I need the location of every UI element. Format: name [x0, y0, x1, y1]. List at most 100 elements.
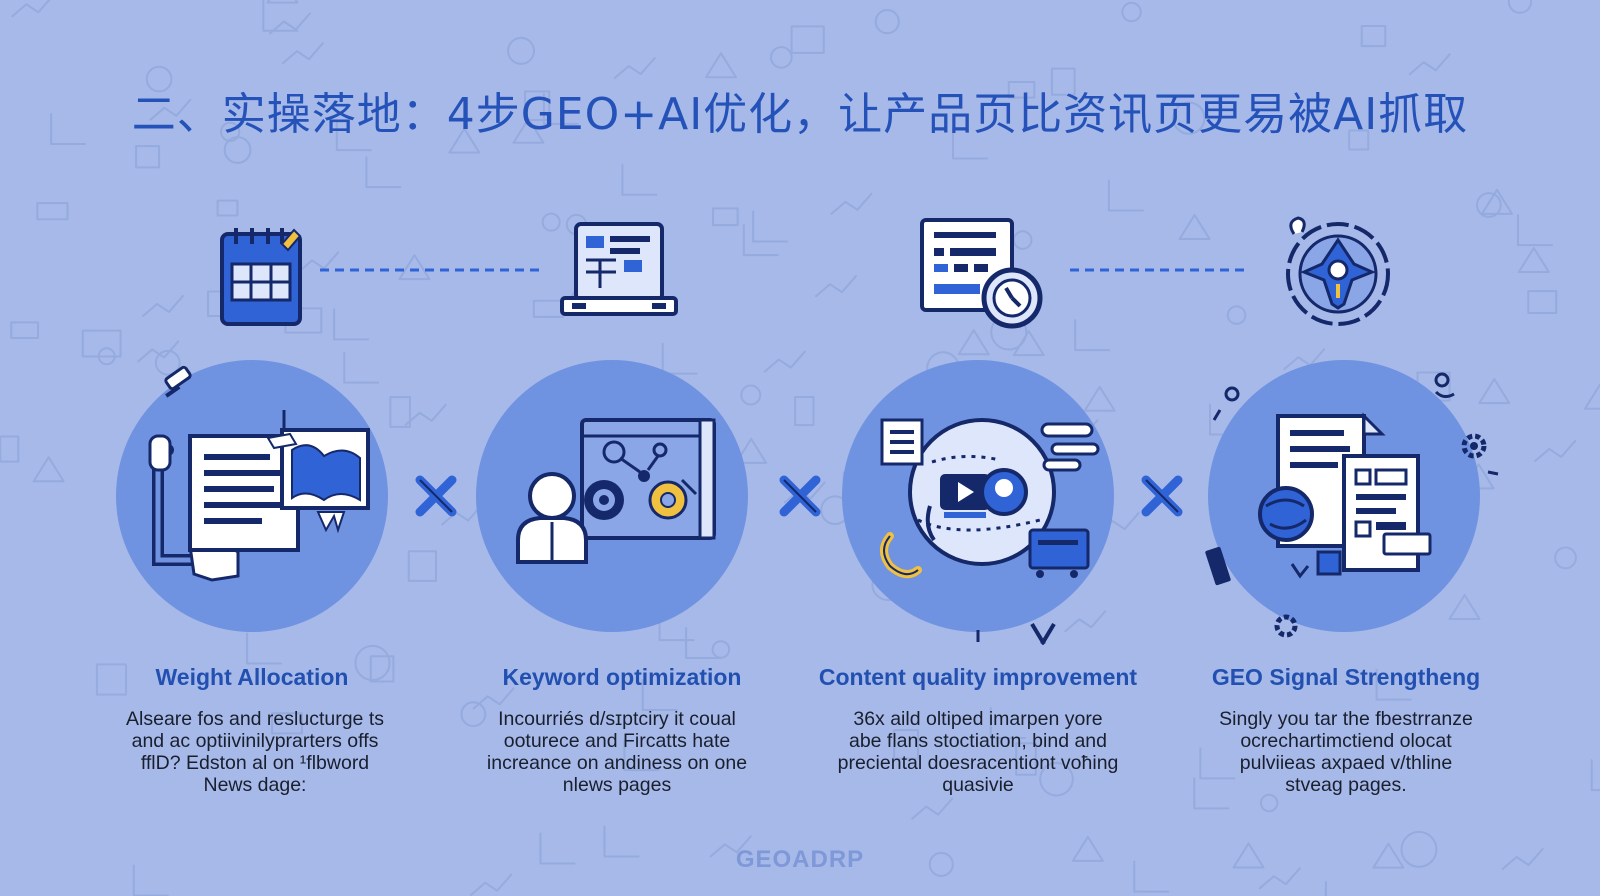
description-line: fflD? Edston al on ¹flbword	[140, 752, 370, 774]
step-1-description: Alseare fos and reslucturge ts and ac op…	[85, 708, 425, 796]
background-doodle	[1501, 848, 1544, 871]
background-doodle	[1516, 214, 1553, 247]
background-doodle	[389, 396, 411, 428]
background-doodle	[1259, 793, 1279, 813]
background-doodle	[735, 437, 768, 464]
background-doodle	[81, 329, 122, 358]
description-line: pulviieas axpaed v/thline	[1239, 752, 1453, 774]
background-doodle	[541, 212, 561, 232]
background-doodle	[641, 678, 678, 711]
background-doodle	[1478, 378, 1511, 405]
dot-decoration	[1224, 386, 1240, 402]
background-doodle	[512, 117, 545, 144]
step-2-description: Incourriés d/sɪptciry it coual ooturece …	[447, 708, 787, 796]
background-doodle	[1064, 610, 1107, 633]
background-doodle	[1448, 594, 1481, 621]
background-doodle	[712, 207, 739, 227]
background-doodle	[154, 349, 181, 376]
background-doodle	[1324, 881, 1327, 896]
background-doodle	[1348, 129, 1370, 151]
documents-globe-icon	[1258, 412, 1432, 579]
step-3-circle	[842, 360, 1114, 646]
battery-icon	[1205, 546, 1231, 586]
description-line: nlews pages	[562, 774, 672, 796]
step-1-title: Weight Allocation	[155, 664, 349, 690]
background-doodle	[790, 25, 825, 54]
gear-icon	[1461, 433, 1487, 459]
background-doodle	[603, 825, 640, 858]
document-map-icon	[148, 410, 370, 582]
description-line: 36x aild oltiped imarpen yore	[853, 708, 1103, 730]
background-doodle	[1107, 179, 1144, 212]
background-doodle	[343, 351, 380, 384]
background-doodle	[0, 435, 20, 463]
background-doodle	[1372, 842, 1405, 869]
background-doodle	[262, 0, 299, 32]
background-doodle	[685, 626, 722, 659]
description-line: ocrechartimctiend olocat	[1240, 730, 1452, 752]
background-doodle	[1534, 439, 1577, 462]
background-doodle	[1007, 81, 1036, 99]
background-doodle	[50, 113, 87, 146]
background-doodle	[1527, 290, 1558, 315]
description-line: stveag pages.	[1285, 774, 1407, 796]
background-doodle	[763, 350, 806, 373]
background-doodle	[621, 163, 658, 196]
background-doodle	[149, 98, 192, 121]
background-doodle	[1074, 319, 1111, 352]
background-doodle	[1554, 546, 1577, 570]
background-doodle	[407, 550, 438, 582]
background-doodle	[814, 275, 857, 298]
background-doodle	[1133, 860, 1170, 893]
slide-title: 二、实操落地：4步GEO+AI优化，让产品页比资讯页更易被AI抓取	[131, 89, 1469, 140]
background-doodle	[874, 9, 900, 35]
target-icon	[1286, 216, 1390, 326]
background-doodle	[740, 384, 762, 406]
background-doodle	[1071, 835, 1104, 862]
background-doodle	[1476, 192, 1502, 218]
description-line: Alseare fos and reslucturge ts	[126, 708, 384, 730]
background-doodle	[470, 873, 513, 896]
person-gears-icon	[516, 418, 716, 564]
media-globe-icon	[880, 418, 1100, 579]
background-doodle	[542, 92, 579, 125]
background-doodle	[141, 294, 184, 317]
step-4-circle	[1205, 360, 1499, 638]
description-line: abe flans stoctiation, bind and	[848, 730, 1107, 752]
background-doodle	[1193, 777, 1230, 810]
background-doodle	[460, 701, 487, 728]
background-doodle	[266, 0, 299, 4]
background-doodle	[893, 729, 920, 760]
background-doodle	[1517, 247, 1550, 274]
x-connector	[779, 475, 821, 517]
description-line: preciental doesracentiont voħing	[837, 752, 1119, 774]
description-line: ooturece and Fircatts hate	[503, 730, 731, 752]
background-doodle	[448, 127, 481, 154]
background-doodle	[1121, 1, 1142, 23]
step-3-title: Content quality improvement	[818, 664, 1138, 690]
background-doodle	[404, 403, 447, 426]
background-doodle	[1015, 742, 1037, 776]
background-doodle	[1039, 761, 1074, 797]
description-line: News dage:	[203, 774, 307, 796]
background-doodle	[32, 456, 65, 483]
background-doodle	[1178, 213, 1211, 240]
background-doodle	[704, 52, 737, 79]
background-doodle	[271, 712, 303, 735]
description-line: Incourriés d/sɪptciry it coual	[498, 708, 736, 730]
background-doodle	[830, 192, 873, 215]
document-clock-icon	[920, 218, 1043, 329]
background-doodle	[1400, 830, 1438, 868]
laptop-icon	[560, 222, 678, 316]
background-doodle	[1507, 0, 1533, 14]
background-doodle	[281, 42, 324, 65]
background-doodle	[223, 136, 252, 164]
background-doodle	[398, 254, 431, 281]
background-doodle	[507, 36, 536, 65]
background-doodle	[365, 156, 402, 189]
description-line: and ac optiivinilyprarters offs	[131, 730, 379, 752]
background-doodle	[135, 145, 161, 169]
background-doodle	[216, 199, 239, 217]
notebook-icon	[220, 228, 302, 326]
background-doodle	[1283, 348, 1326, 371]
